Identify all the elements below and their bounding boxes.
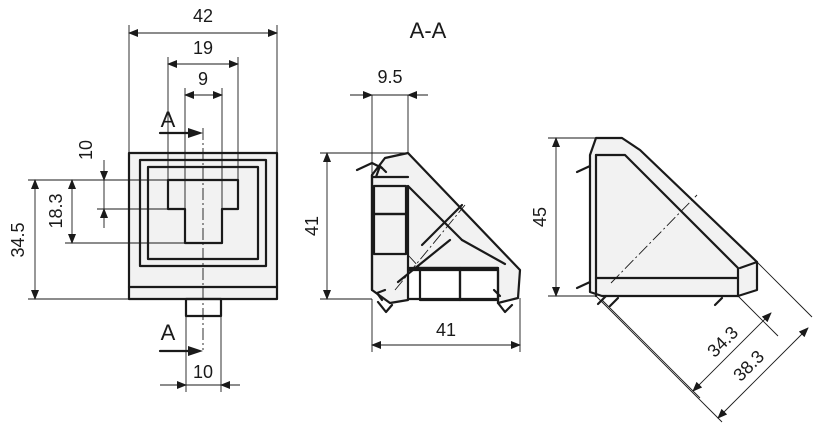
section-wall-lower xyxy=(372,212,408,256)
section-centerline xyxy=(394,204,466,291)
side-centerline xyxy=(610,194,698,284)
dim-41-horizontal: 41 xyxy=(436,320,456,340)
section-title: A-A xyxy=(410,18,447,43)
section-base-right xyxy=(458,266,500,302)
dim-18-3: 18.3 xyxy=(46,193,66,228)
dim-9-5: 9.5 xyxy=(377,67,402,87)
dim-19: 19 xyxy=(193,38,213,58)
hook-bottom-left xyxy=(376,300,394,314)
dim-45: 45 xyxy=(530,207,550,227)
dim-38-3: 38.3 xyxy=(729,346,768,385)
side-tab-mid xyxy=(575,280,592,290)
dim-34-3: 34.3 xyxy=(703,322,742,361)
front-pin xyxy=(184,297,223,318)
dim-42: 42 xyxy=(193,6,213,26)
side-tab-top xyxy=(575,164,592,174)
front-view xyxy=(28,25,279,392)
section-base-left xyxy=(418,266,462,302)
dim-9: 9 xyxy=(198,69,208,89)
hook-bottom-right xyxy=(496,301,514,314)
dim-line-38-3 xyxy=(717,327,809,419)
side-view xyxy=(548,136,813,423)
section-marker-bottom: A xyxy=(161,320,176,345)
dim-41-vertical: 41 xyxy=(302,216,322,236)
section-view xyxy=(320,91,522,352)
dim-10-vertical: 10 xyxy=(76,140,96,160)
dim-34-5: 34.5 xyxy=(8,222,28,257)
side-outer-profile xyxy=(588,136,759,298)
dim-10-horizontal: 10 xyxy=(193,362,213,382)
section-marker-top: A xyxy=(161,107,176,132)
section-diagonal-rib xyxy=(406,184,464,242)
